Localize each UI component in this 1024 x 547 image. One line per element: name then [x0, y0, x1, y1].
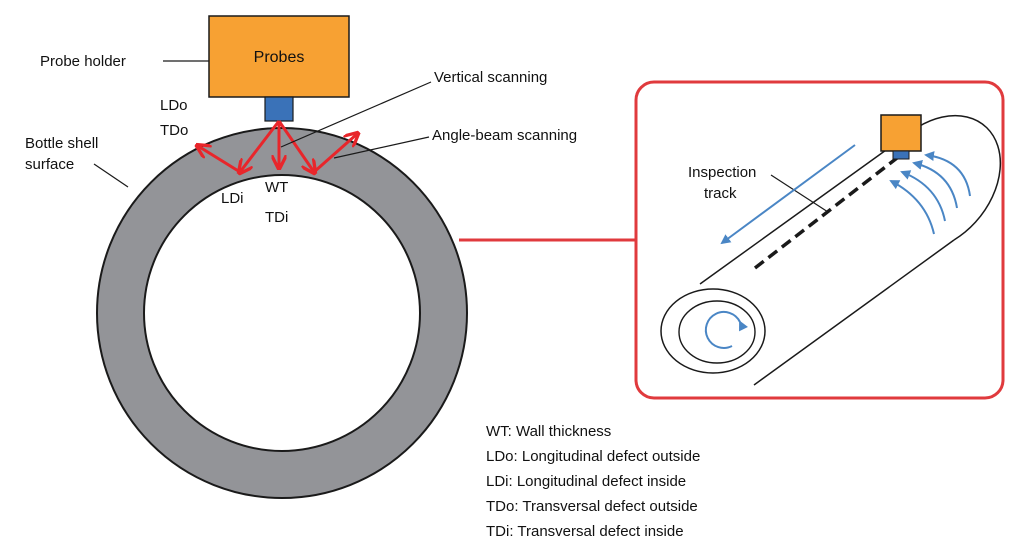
bottle-shell-ring: [96, 127, 468, 499]
small-probe-stem: [892, 150, 910, 160]
legend-item: LDo: Longitudinal defect outside: [486, 448, 700, 465]
vertical-scanning-label: Vertical scanning: [434, 69, 547, 86]
bottle-shell-label-line2: surface: [25, 156, 74, 173]
probes-label: Probes: [254, 49, 305, 66]
ldi-label: LDi: [221, 190, 244, 207]
bottle-shell-label-line1: Bottle shell: [25, 135, 98, 152]
legend: WT: Wall thickness LDo: Longitudinal def…: [486, 423, 700, 540]
inspection-track-leader: [770, 174, 829, 213]
bottle-shell-leader: [93, 163, 129, 188]
angle-beam-scanning-label: Angle-beam scanning: [432, 127, 577, 144]
legend-item: TDi: Transversal defect inside: [486, 523, 684, 540]
tdi-label: TDi: [265, 209, 288, 226]
inspection-track: [753, 156, 899, 270]
ldo-label: LDo: [160, 97, 188, 114]
legend-item: WT: Wall thickness: [486, 423, 611, 440]
tdo-label: TDo: [160, 122, 188, 139]
inspection-track-label-line2: track: [704, 185, 737, 202]
small-probe-box: [880, 114, 922, 152]
beam-arrows: [198, 120, 357, 172]
legend-item: TDo: Transversal defect outside: [486, 498, 698, 515]
travel-direction-arrow: [720, 144, 856, 245]
rotation-flow-arrows: [889, 151, 971, 235]
inspection-track-label-line1: Inspection: [688, 164, 756, 181]
vertical-scanning-leader: [280, 81, 432, 148]
rotation-arrow: [704, 310, 749, 349]
angle-beam-scanning-leader: [333, 136, 430, 159]
wt-label: WT: [265, 179, 288, 196]
legend-item: LDi: Longitudinal defect inside: [486, 473, 686, 490]
probe-stem: [264, 96, 294, 122]
probe-holder-label: Probe holder: [40, 53, 126, 70]
